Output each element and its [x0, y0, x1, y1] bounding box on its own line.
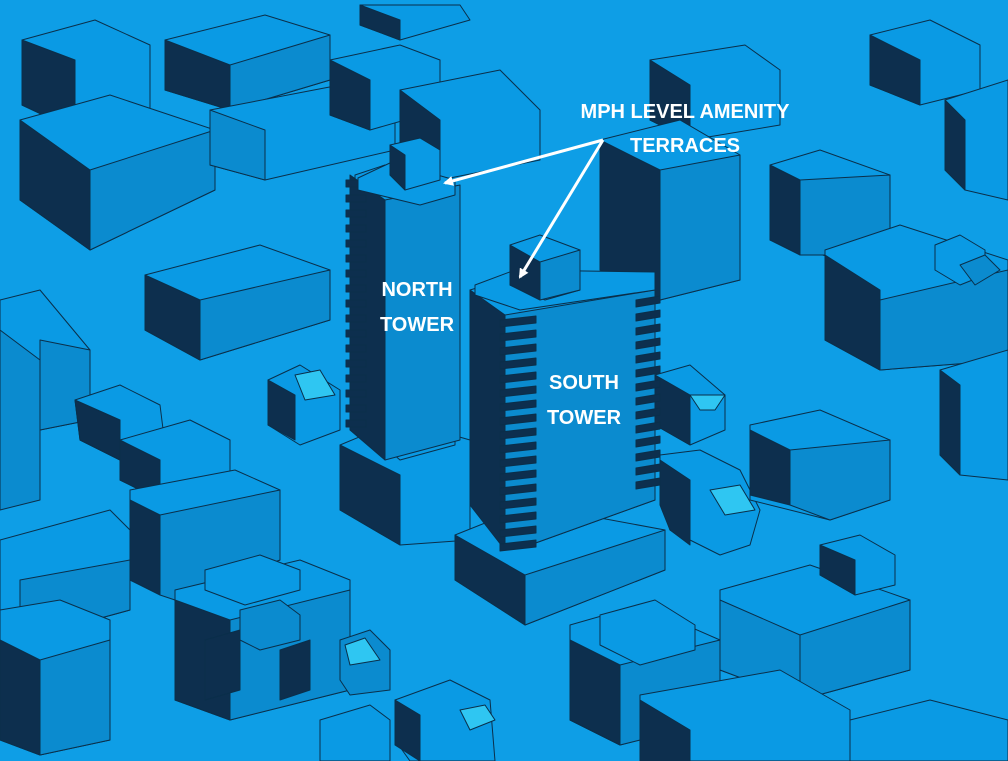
context-building — [599, 119, 741, 301]
arrow-to-south-terrace — [518, 139, 605, 279]
context-building — [0, 329, 41, 511]
north-tower-balconies — [345, 179, 367, 428]
context-building-cluster — [174, 554, 351, 721]
context-house — [659, 449, 761, 556]
callout-label-line2: TERRACES — [630, 135, 740, 157]
context-building-cluster — [394, 679, 496, 761]
south-tower-label-line2: TOWER — [547, 407, 622, 429]
context-building — [639, 669, 851, 761]
context-building — [144, 244, 331, 361]
context-building — [849, 699, 1008, 761]
context-building — [0, 599, 111, 756]
context-building — [749, 409, 891, 521]
context-house — [654, 364, 726, 446]
arrow-to-north-terrace — [443, 138, 604, 186]
south-tower-label-line1: SOUTH — [549, 372, 619, 394]
context-building — [599, 599, 696, 666]
callout-label-line1: MPH LEVEL AMENITY — [581, 101, 791, 123]
context-building — [939, 349, 1008, 481]
context-building — [869, 19, 981, 106]
context-building — [819, 534, 896, 596]
context-building — [769, 149, 891, 261]
south-tower-balconies — [499, 295, 661, 552]
context-building — [934, 234, 1001, 286]
context-building — [359, 4, 471, 41]
context-building — [944, 79, 1008, 201]
callout-arrows — [443, 138, 605, 279]
north-tower — [339, 137, 471, 546]
context-house — [267, 364, 341, 446]
north-tower-label-line2: TOWER — [380, 314, 455, 336]
context-building-cluster — [339, 629, 391, 696]
south-tower — [454, 234, 666, 626]
context-building — [319, 704, 391, 761]
north-tower-label-line1: NORTH — [381, 279, 452, 301]
context-building — [19, 94, 216, 251]
